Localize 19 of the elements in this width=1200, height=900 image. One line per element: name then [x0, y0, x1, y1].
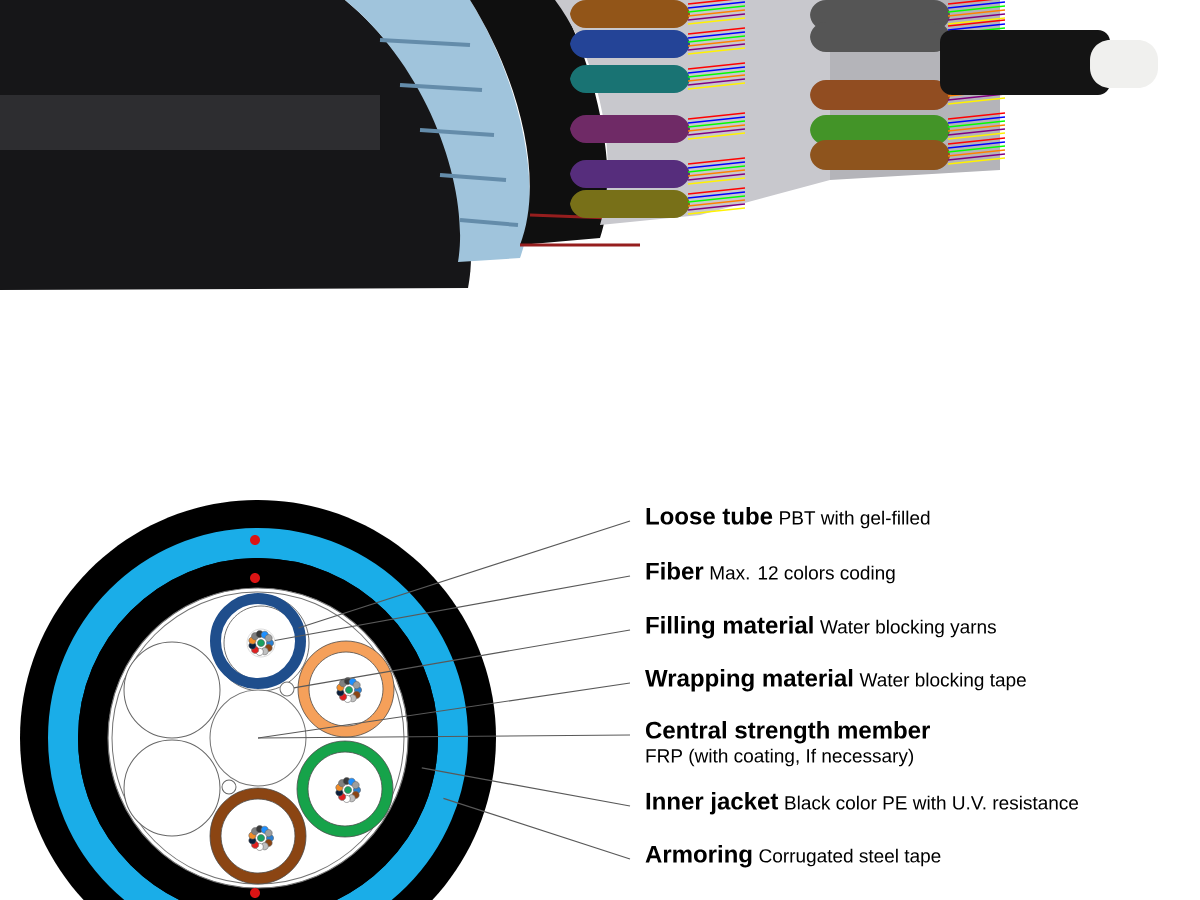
strength-member-circle	[209, 689, 307, 787]
filler-circle	[279, 681, 295, 697]
part-label: Armoring Corrugated steel tape	[645, 845, 941, 868]
fiber-bundle-circle	[246, 628, 276, 658]
leader-line	[297, 520, 631, 629]
part-label: Inner jacket Black color PE with U.V. resistance	[646, 792, 1079, 815]
part-label: Wrapping material Water blocking tape	[645, 669, 1026, 692]
loose-tube-ring	[210, 593, 306, 689]
part-label: Filling material Water blocking yarns	[646, 616, 996, 639]
part-label: Loose tube PBT with gel-filled	[646, 507, 930, 529]
leader-line	[442, 797, 631, 860]
part-label: Fiber Max. 12 colors coding	[646, 562, 895, 584]
leader-line	[257, 734, 631, 739]
inner-jacket-ring	[78, 558, 438, 900]
part-label: Central strength member FRP (with coating, If necessary)	[646, 721, 930, 767]
leader-line	[274, 575, 631, 642]
armoring-ring	[48, 528, 468, 900]
leader-line	[293, 629, 631, 689]
leader-line	[421, 767, 631, 807]
